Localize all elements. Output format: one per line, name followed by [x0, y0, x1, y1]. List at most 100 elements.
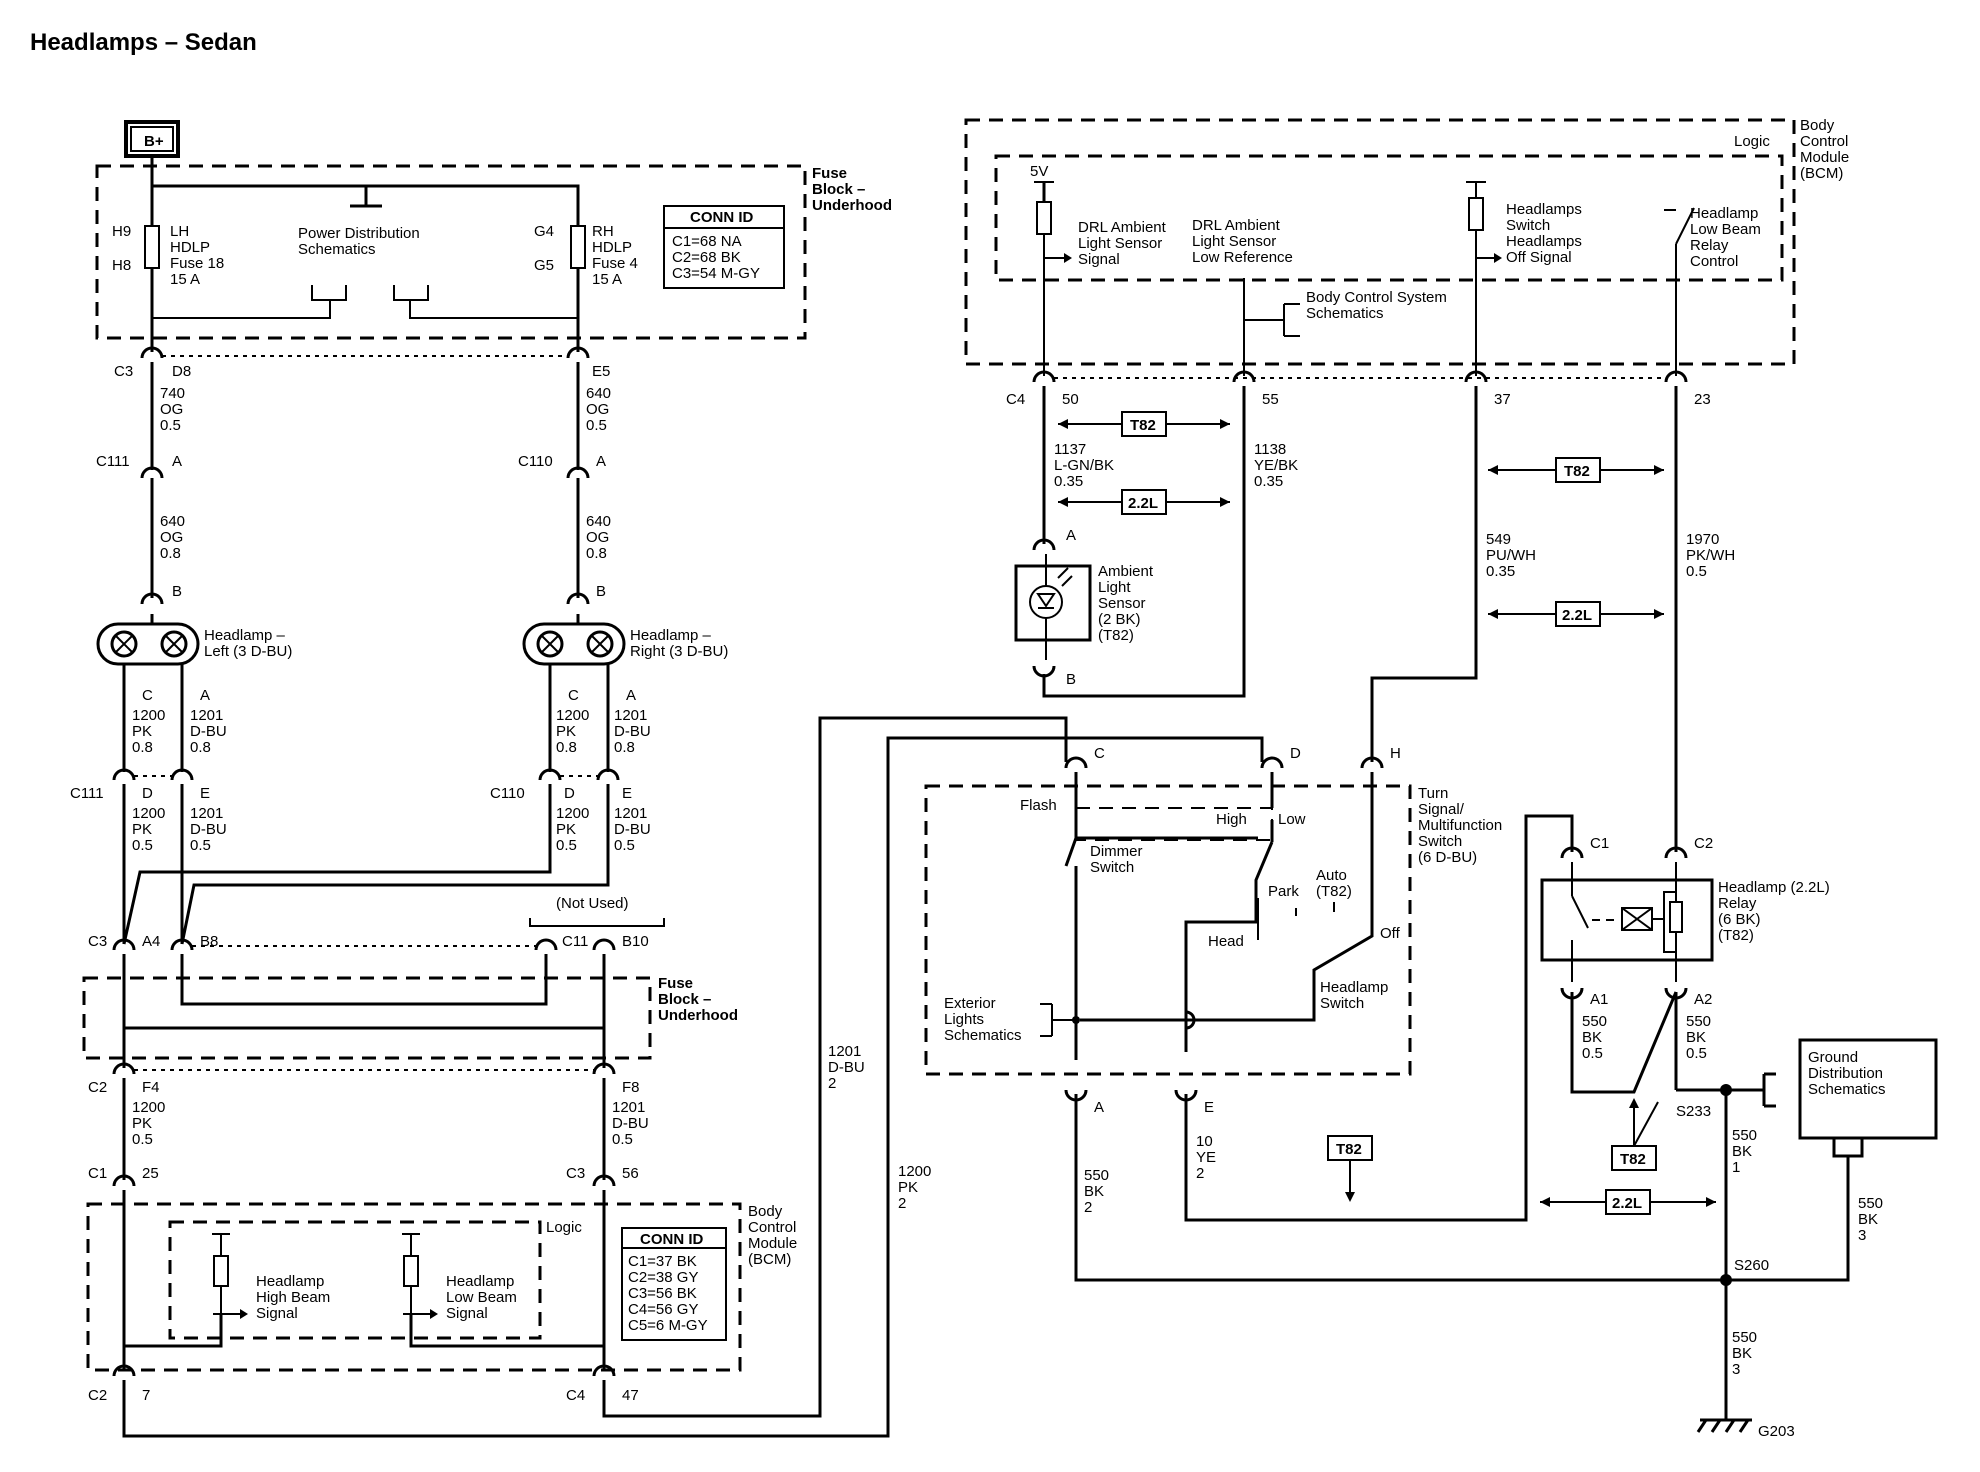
high-beam-signal-label: Signal	[256, 1305, 298, 1322]
relay-ctrl-label: Headlamp	[1690, 205, 1758, 222]
pin-c3: C3	[566, 1165, 585, 1182]
conn-c111: C111	[96, 453, 130, 470]
option-t82: T82	[1336, 1141, 1362, 1158]
wire-1200: PK	[556, 821, 576, 838]
conn-c110: C110	[518, 453, 553, 470]
exterior-lights-label: Exterior	[944, 995, 996, 1012]
hs-off-label: Switch	[1506, 217, 1550, 234]
pin-c2: C2	[88, 1387, 107, 1404]
wire-1970: PK/WH	[1686, 547, 1735, 564]
pin-b8: B8	[200, 933, 218, 950]
pin-e5: E5	[592, 363, 610, 380]
rh-hdlp-fuse	[570, 225, 586, 269]
pin-b: B	[596, 583, 606, 600]
bcs-label: Body Control System	[1306, 289, 1447, 306]
fuse-block-top-label-1: Fuse	[812, 165, 847, 182]
hs-resistor	[1468, 197, 1484, 231]
conn-id-bottom-title: CONN ID	[640, 1231, 704, 1248]
low-beam-signal-label: Headlamp	[446, 1273, 514, 1290]
option-box-22l	[1605, 1189, 1651, 1215]
pin-a4: A4	[142, 933, 160, 950]
pin-b: B	[172, 583, 182, 600]
drl-ref-label: Low Reference	[1192, 249, 1293, 266]
conn-c110: C110	[490, 785, 525, 802]
wire-740: 0.5	[160, 417, 181, 434]
5v-label: 5V	[1030, 163, 1048, 180]
fuse-rh-pin-g4: G4	[534, 223, 554, 240]
pin-c11: C11	[562, 933, 588, 950]
auto-label: Auto	[1316, 867, 1347, 884]
headlamp-left-label: Headlamp –	[204, 627, 286, 644]
wire-1201-long: 2	[828, 1075, 836, 1092]
wire-1200: 1200	[556, 805, 589, 822]
wire-550: 550	[1084, 1167, 1109, 1184]
wire-1201-long: 1201	[828, 1043, 861, 1060]
not-used-label: (Not Used)	[556, 895, 629, 912]
conn-id-bottom-line: C5=6 M-GY	[628, 1317, 708, 1334]
s260-label: S260	[1734, 1257, 1769, 1274]
wire-1970: 1970	[1686, 531, 1719, 548]
low-beam-signal-label: Signal	[446, 1305, 488, 1322]
fuse-block-top-label-3: Underhood	[812, 197, 892, 214]
fuse-lh-label: HDLP	[170, 239, 210, 256]
pin-b: B	[1066, 671, 1076, 688]
pin-c1: C1	[88, 1165, 107, 1182]
pin-56: 56	[622, 1165, 639, 1182]
bcm-bottom	[86, 1202, 742, 1372]
option-t82: T82	[1620, 1151, 1646, 1168]
pin-23: 23	[1694, 391, 1711, 408]
hs-off-label: Headlamps	[1506, 233, 1582, 250]
wire-1201: 0.5	[190, 837, 211, 854]
headlamp-left-label: Left (3 D-BU)	[204, 643, 292, 660]
pin-47: 47	[622, 1387, 639, 1404]
option-box-22l	[1121, 489, 1167, 515]
wire-1201: 0.8	[190, 739, 211, 756]
power-dist-label: Schematics	[298, 241, 376, 258]
wire-550: 0.5	[1582, 1045, 1603, 1062]
wire-1201: 1201	[190, 805, 223, 822]
wire-550: BK	[1858, 1211, 1878, 1228]
conn-id-bottom-line: C2=38 GY	[628, 1269, 698, 1286]
ground-dist-label: Ground	[1808, 1049, 1858, 1066]
wire-1138: 0.35	[1254, 473, 1283, 490]
wire-1200: 1200	[132, 707, 165, 724]
wire-640: OG	[586, 529, 609, 546]
relay-label: (T82)	[1718, 927, 1754, 944]
high-beam-signal-label: Headlamp	[256, 1273, 324, 1290]
hs-off-label: Off Signal	[1506, 249, 1572, 266]
fuse-lh-label: LH	[170, 223, 189, 240]
pin-d: D	[142, 785, 153, 802]
option-box-22l	[1555, 601, 1601, 627]
wire-550: BK	[1732, 1345, 1752, 1362]
wire-1200: 0.5	[132, 837, 153, 854]
headlamp-switch-label: Headlamp	[1320, 979, 1388, 996]
conn-id-top-line: C1=68 NA	[672, 233, 742, 250]
wire-1201: D-BU	[612, 1115, 649, 1132]
pin-c: C	[568, 687, 579, 704]
wire-740: 740	[160, 385, 185, 402]
ground-dist-label: Schematics	[1808, 1081, 1886, 1098]
logic-label: Logic	[546, 1219, 582, 1236]
wire-1200: 0.8	[132, 739, 153, 756]
drl-signal-label: DRL Ambient	[1078, 219, 1167, 236]
bcm-bottom-label: Module	[748, 1235, 797, 1252]
exterior-lights-label: Lights	[944, 1011, 984, 1028]
pin-c2: C2	[88, 1079, 107, 1096]
wire-549: 0.35	[1486, 563, 1515, 580]
wire-1200-long: PK	[898, 1179, 918, 1196]
ambient-light-sensor	[1014, 564, 1092, 642]
wire-1200: PK	[132, 821, 152, 838]
pin-a2: A2	[1694, 991, 1712, 1008]
wire-640: OG	[160, 529, 183, 546]
pin-c3: C3	[88, 933, 107, 950]
wire-10: 10	[1196, 1133, 1213, 1150]
wire-1200: 0.8	[556, 739, 577, 756]
pin-d8: D8	[172, 363, 191, 380]
high-beam-resistor	[213, 1255, 229, 1287]
headlamp-left	[96, 622, 200, 666]
relay-label: Relay	[1718, 895, 1757, 912]
wire-550: 3	[1732, 1361, 1740, 1378]
pin-7: 7	[142, 1387, 150, 1404]
pin-a1: A1	[1590, 991, 1608, 1008]
